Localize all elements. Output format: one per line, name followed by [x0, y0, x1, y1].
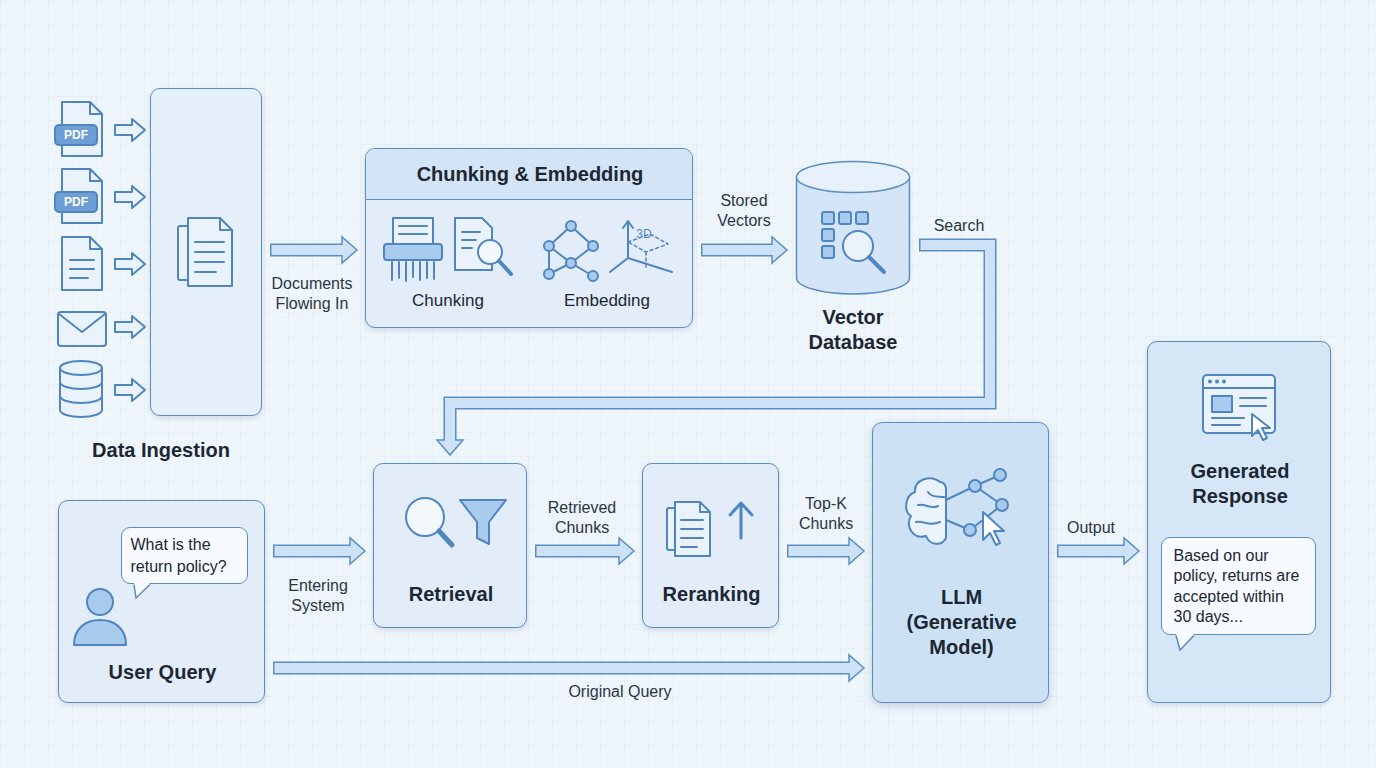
arrow-head: [772, 237, 787, 263]
arrow-outline: [1057, 545, 1124, 558]
axis-label: 3D: [632, 225, 656, 243]
document-icon: [62, 237, 102, 290]
small-arrows: [115, 119, 145, 401]
output-box: Generated ResponseBased on our policy, r…: [1147, 341, 1331, 703]
document-icon: [62, 237, 102, 290]
ingestion-box: Data Ingestion: [150, 88, 262, 416]
arrow-head: [437, 440, 463, 455]
edge-label: Output: [1051, 518, 1131, 538]
arrow-outline: [270, 244, 342, 257]
edge-label: Retrieved Chunks: [532, 498, 632, 538]
pdf-icon: [90, 102, 102, 114]
arrow-head: [849, 655, 864, 681]
arrow-head: [342, 237, 357, 263]
small-arrow: [115, 379, 145, 401]
mail-flap: [59, 314, 105, 332]
pdf-icon: [90, 169, 102, 181]
flow-arrow: [701, 237, 787, 263]
node-title: Vector Database: [798, 305, 908, 355]
flow-arrow: [273, 538, 365, 564]
small-arrow: [115, 253, 145, 275]
node-title: Chunking & Embedding: [366, 162, 694, 187]
mail-icon: [58, 312, 106, 346]
flow-arrow: [535, 538, 634, 564]
process-box: Reranking: [642, 463, 779, 628]
arrow-head: [1124, 538, 1139, 564]
flow-arrow: [1057, 538, 1139, 564]
edge-label: Top-K Chunks: [786, 494, 866, 534]
arrow-outline: [787, 545, 849, 558]
response-bubble: Based on our policy, returns are accepte…: [1161, 537, 1316, 635]
database-top: [60, 361, 102, 375]
database-bands: [60, 382, 102, 403]
edge-label: Stored Vectors: [694, 191, 794, 231]
edge-label: Original Query: [500, 682, 740, 702]
cylinder-shape: [795, 160, 911, 295]
database-icon: [60, 361, 102, 417]
arrow-outline: [273, 545, 350, 558]
arrow-fill: [272, 245, 345, 255]
arrow-fill: [1059, 546, 1127, 556]
arrow-head: [849, 538, 864, 564]
pdf-icon: [55, 102, 102, 156]
edge-label: Search: [919, 216, 999, 236]
node-title: Data Ingestion: [33, 438, 289, 463]
arrow-outline: [273, 662, 849, 675]
arrow-fill: [703, 245, 775, 255]
database-icon: [60, 368, 102, 417]
arrow-head: [619, 538, 634, 564]
pdf-tag: [55, 192, 97, 212]
arrow-outline: [701, 244, 772, 257]
database-cylinder: Vector Database: [795, 160, 911, 295]
node-text: Chunking: [398, 290, 498, 311]
input-box: User Query What is the return policy?: [58, 500, 265, 703]
arrow-outline: [535, 545, 619, 558]
model-box: LLM (Generative Model): [872, 422, 1049, 703]
flow-arrow: [787, 538, 864, 564]
node-title: Based on our policy, returns are accepte…: [1174, 546, 1306, 628]
cylinder-top: [797, 162, 910, 193]
node-title: What is the return policy?: [131, 534, 244, 578]
process-box: Retrieval: [373, 463, 527, 628]
node-title: User Query: [59, 660, 266, 685]
document-lines: [70, 237, 102, 278]
small-arrow: [115, 186, 145, 208]
pdf-icon: [55, 169, 102, 223]
arrow-outline: [450, 245, 990, 440]
small-arrow: [115, 119, 145, 141]
arrow-fill: [275, 546, 353, 556]
node-text: Embedding: [557, 290, 657, 311]
arrow-fill: [450, 245, 990, 442]
node-title: Reranking: [643, 582, 780, 607]
arrow-fill: [789, 546, 852, 556]
edge-label: Documents Flowing In: [262, 274, 362, 314]
cylinder-body: [797, 177, 910, 294]
mail-icon: [58, 312, 106, 346]
arrow-head: [350, 538, 365, 564]
small-arrow: [115, 316, 145, 338]
flow-arrow: [270, 237, 357, 263]
file-type-tag: PDF: [55, 193, 97, 211]
flow-arrow: [273, 655, 864, 681]
speech-bubble: What is the return policy?: [121, 527, 248, 584]
flow-arrow: [437, 245, 990, 455]
node-title: LLM (Generative Model): [893, 585, 1030, 660]
arrow-fill: [275, 663, 852, 673]
node-title: Retrieval: [374, 582, 528, 607]
pdf-tag: [55, 125, 97, 145]
file-type-tag: PDF: [55, 126, 97, 144]
edge-label: Entering System: [268, 576, 368, 616]
node-title: Generated Response: [1148, 459, 1332, 509]
arrow-fill: [537, 546, 622, 556]
